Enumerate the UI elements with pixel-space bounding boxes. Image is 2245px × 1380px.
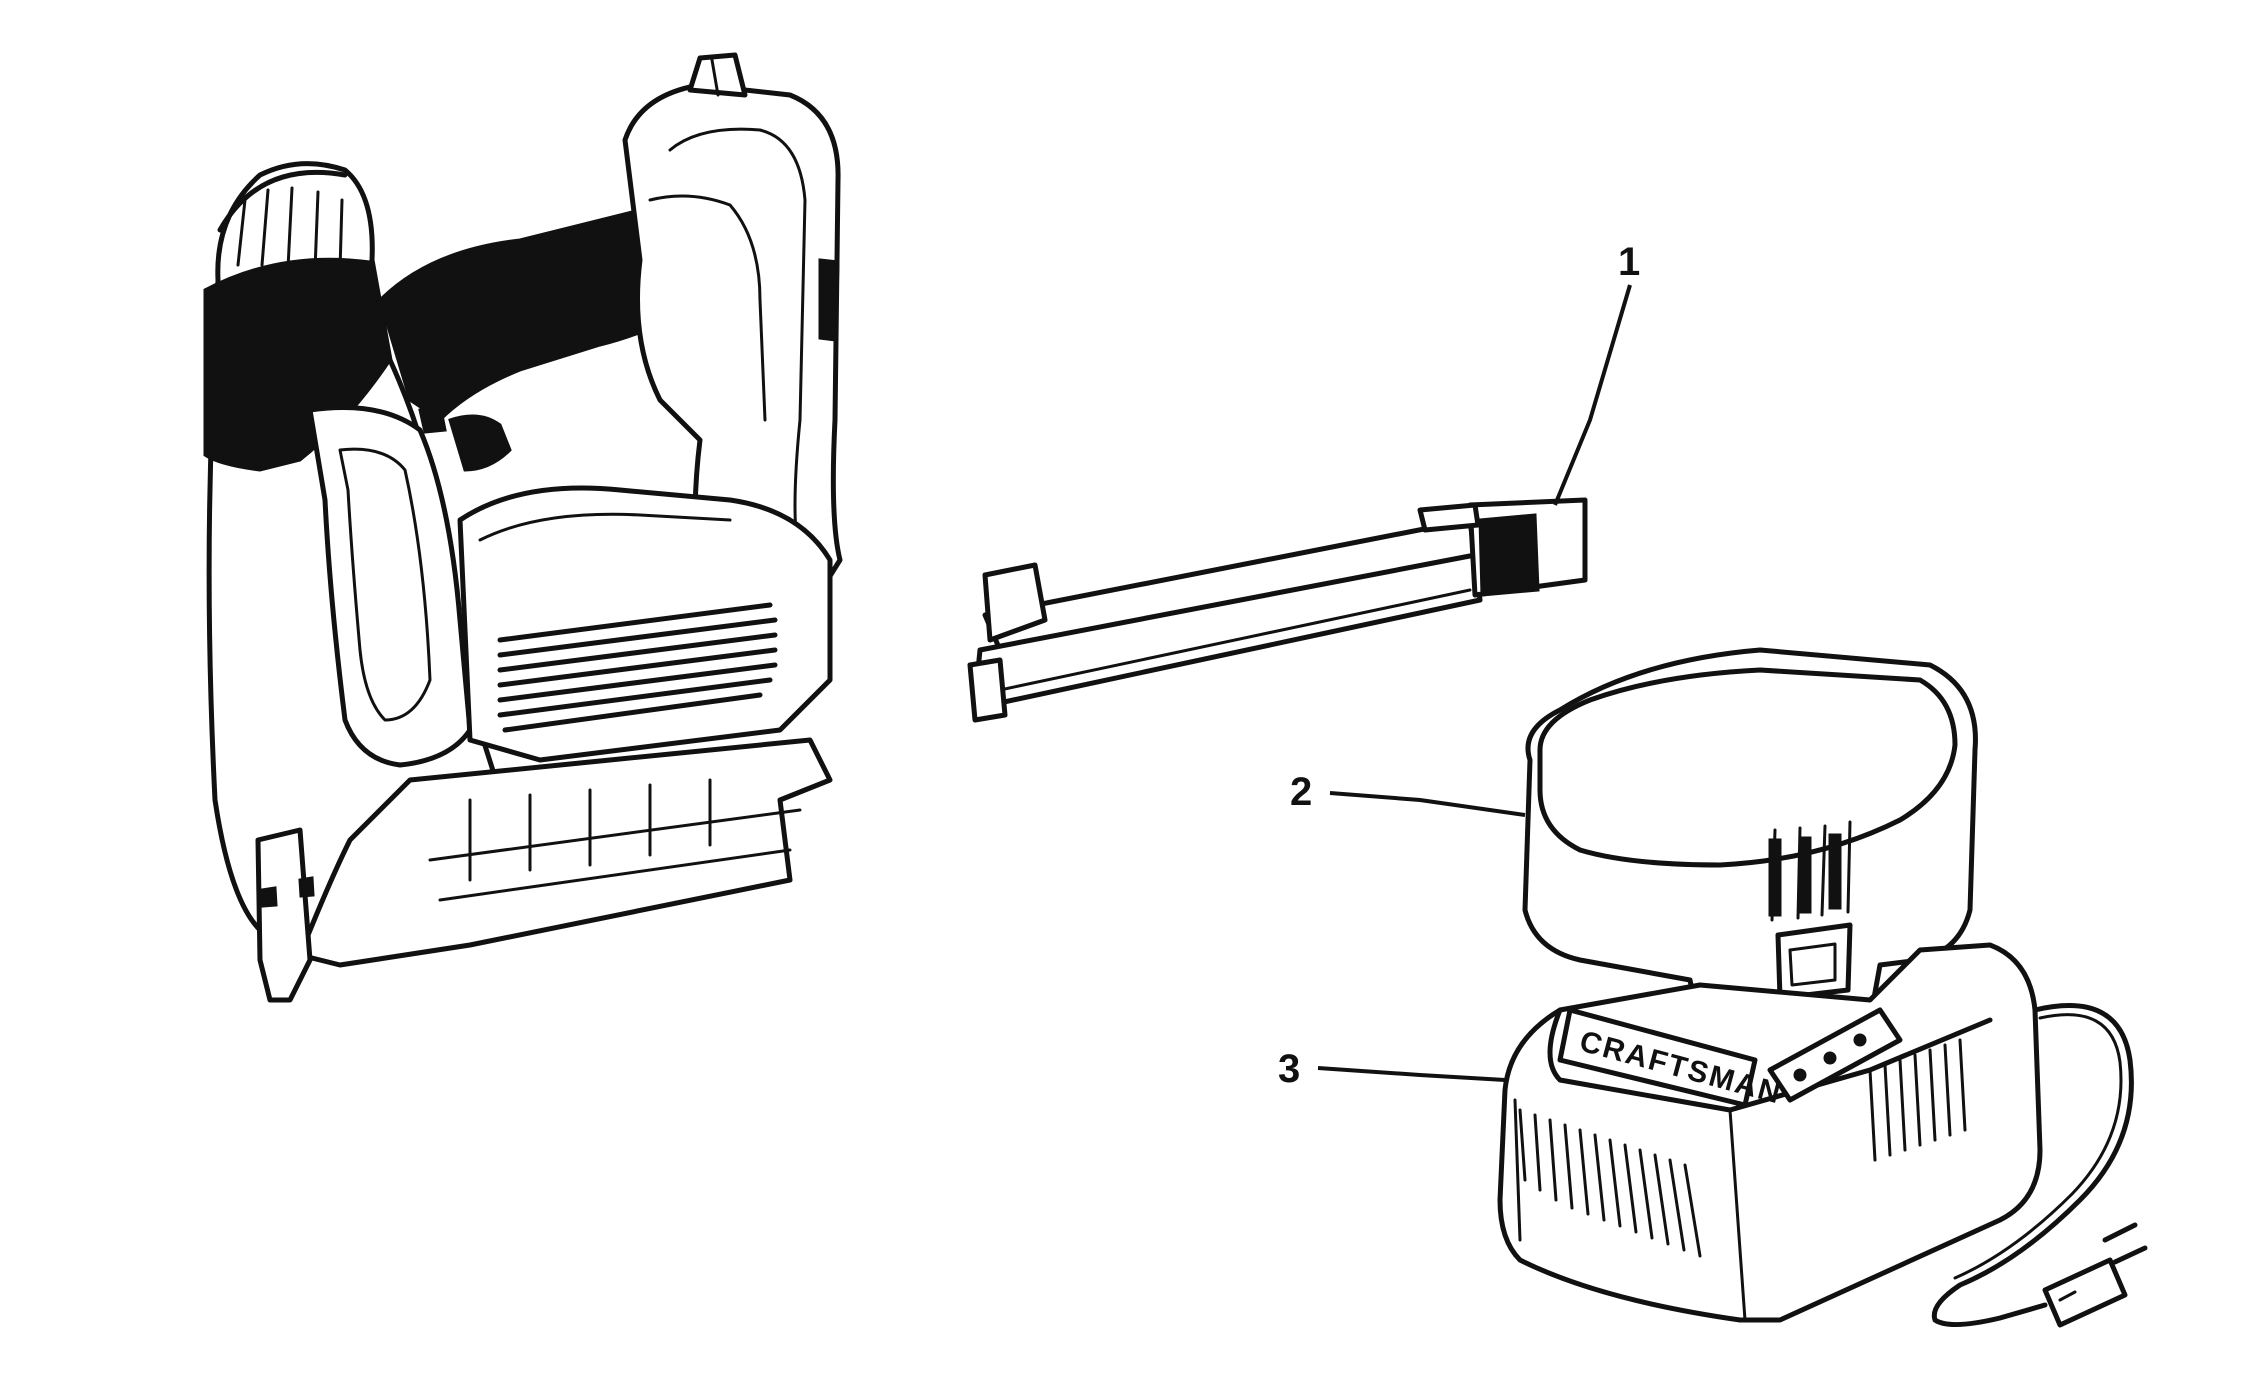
callout-1: 1 [1553, 240, 1640, 506]
callout-number: 2 [1290, 770, 1312, 814]
callout-3: 3 [1278, 1047, 1506, 1091]
power-cord-drawing [1931, 1003, 2134, 1328]
charger-drawing: CRAFTSMAN [1497, 942, 2043, 1323]
vent-slots [497, 602, 778, 733]
stapler-tool-drawing [203, 52, 843, 1003]
callout-number: 3 [1278, 1047, 1300, 1091]
callout-number: 1 [1618, 240, 1640, 284]
charger-vents-right [1868, 1038, 1967, 1162]
leader-line-3 [1317, 1066, 1506, 1082]
magazine-drawing [967, 497, 1588, 723]
plug-icon [2042, 1222, 2148, 1328]
callout-2: 2 [1290, 770, 1526, 817]
leader-line-2 [1329, 791, 1526, 817]
leader-line-1 [1553, 284, 1632, 506]
battery-pack-drawing [1522, 647, 1978, 1033]
charger-vents-left [1518, 1108, 1702, 1258]
